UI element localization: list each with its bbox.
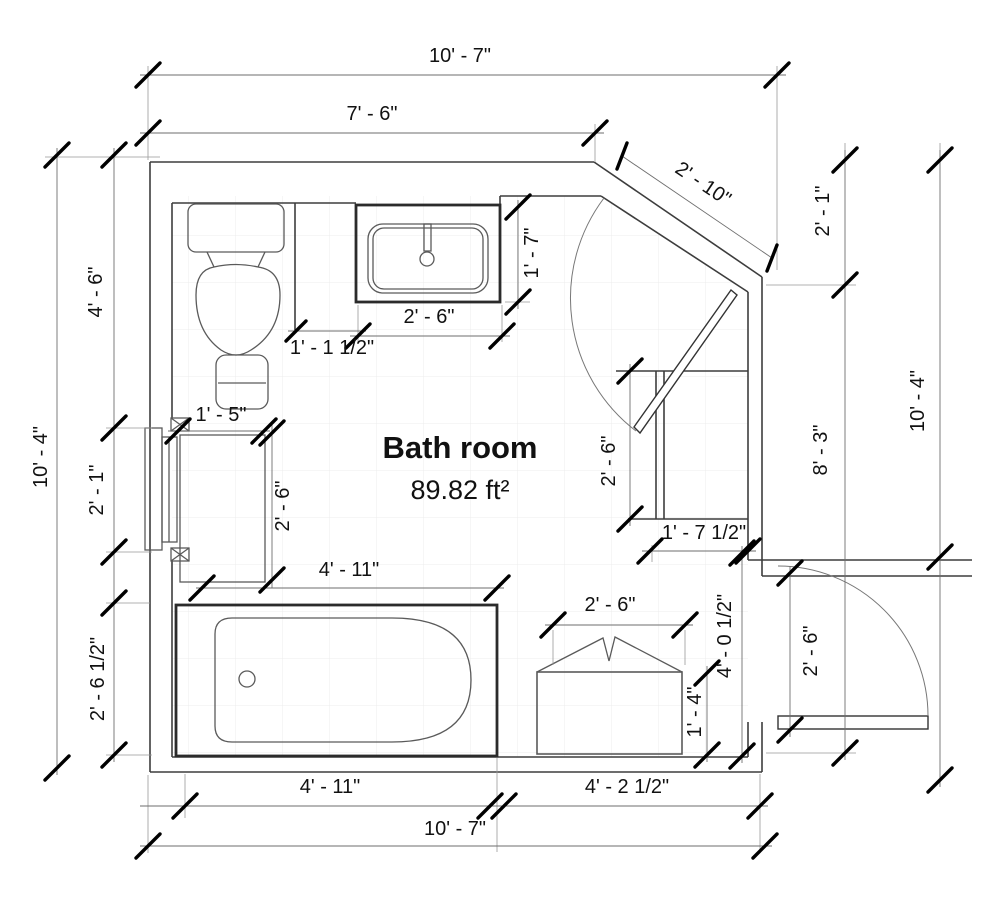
dim-right-lower: 8' - 3" [810, 425, 832, 476]
dimension-ticks [43, 61, 954, 860]
dim-bottom-tub: 4' - 11" [300, 776, 361, 798]
dim-sink-width: 2' - 6" [404, 306, 455, 328]
dim-top-upper-wall: 7' - 6" [347, 103, 398, 125]
door-right [777, 565, 929, 730]
dimension-labels: 10' - 7" 7' - 6" 2' - 10" 2' - 1" 8' - 3… [30, 45, 929, 840]
toilet [187, 203, 285, 356]
dim-cabinet-width: 2' - 6" [585, 594, 636, 616]
tile-grid [172, 196, 748, 757]
dim-closet-width: 1' - 7 1/2" [662, 522, 746, 544]
faucet-icon [423, 223, 432, 252]
dim-door-right: 2' - 6" [800, 626, 822, 677]
dim-left-upper: 4' - 6" [85, 267, 107, 318]
dim-right-overall: 10' - 4" [907, 370, 929, 432]
room-area: 89.82 ft² [410, 475, 509, 505]
bidet-box [215, 354, 269, 410]
drain-icon [419, 251, 435, 267]
dim-sink-depth: 1' - 7" [521, 228, 543, 279]
sink [354, 203, 502, 304]
dim-right-upper: 2' - 1" [812, 186, 834, 237]
dim-top-overall: 10' - 7" [429, 45, 491, 67]
dim-bottom-right: 4' - 2 1/2" [585, 776, 669, 798]
dim-toilet-niche: 1' - 5" [196, 404, 247, 426]
shower-box [179, 434, 266, 583]
dimension-lines [56, 74, 941, 847]
door-diagonal [570, 197, 738, 435]
dim-bottom-overall: 10' - 7" [424, 818, 486, 840]
dim-toilet-gap: 1' - 1 1/2" [290, 337, 374, 359]
dim-tub-top: 4' - 11" [319, 559, 380, 581]
dim-left-overall: 10' - 4" [30, 426, 52, 488]
bathtub [174, 603, 499, 758]
walls [149, 161, 972, 773]
room-title: Bath room [383, 430, 538, 465]
dim-closet-height: 2' - 6" [598, 436, 620, 487]
dim-diagonal-door: 2' - 10" [671, 158, 735, 211]
dim-left-lower: 2' - 6 1/2" [87, 637, 109, 721]
dim-right-inner: 4' - 0 1/2" [714, 594, 736, 678]
tub-drain-icon [238, 670, 256, 688]
dim-cabinet-height: 1' - 4" [684, 687, 706, 738]
dim-shower-depth: 2' - 6" [272, 481, 294, 532]
dim-left-mid: 2' - 1" [86, 465, 108, 516]
corner-cabinet [536, 636, 683, 755]
room-label: Bath room 89.82 ft² [383, 430, 538, 505]
